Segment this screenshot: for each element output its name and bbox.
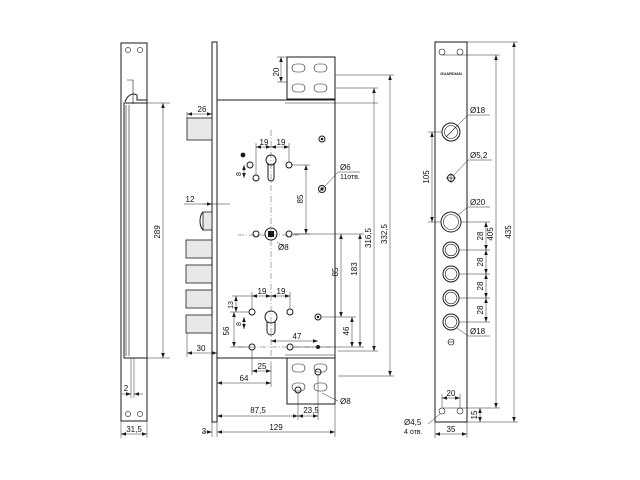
dim-25: 25 (258, 362, 267, 371)
dim-15: 15 (470, 410, 479, 419)
cylinder-slot-lower (266, 321, 276, 336)
screw-hole (125, 47, 131, 53)
cylinder-top (265, 154, 277, 166)
dim-289: 289 (153, 225, 162, 239)
tab-slot (291, 63, 306, 73)
dim-phi8-lower: Ø8 (340, 397, 351, 406)
bolt-1 (185, 239, 213, 259)
tab-slot (291, 382, 306, 392)
dim-23-5: 23,5 (303, 406, 319, 415)
dim-46: 46 (342, 326, 351, 335)
top-deadbolt (186, 117, 213, 141)
tab-slot (313, 63, 328, 73)
screw-hole (125, 411, 131, 417)
screw-hole (137, 47, 143, 53)
dim-20-bottom: 20 (447, 389, 456, 398)
tab-slot (291, 363, 306, 373)
dim-28b: 28 (476, 257, 485, 266)
bolt-3 (185, 289, 213, 309)
dim-8a: 8 (236, 172, 243, 176)
holes-4: 4 отв. (404, 429, 423, 436)
dim-2: 2 (124, 384, 129, 393)
dim-phi20: Ø20 (470, 198, 486, 207)
dim-19a: 19 (260, 138, 269, 147)
spring-clip (124, 93, 147, 103)
faceplate-strip (211, 41, 218, 423)
dim-31-5: 31,5 (126, 425, 142, 434)
hole-6 (318, 185, 326, 193)
dim-phi4-5: Ø4,5 (404, 418, 422, 427)
bolt-2 (185, 264, 213, 284)
spindle-upper (264, 227, 278, 241)
dim-405: 405 (486, 227, 495, 241)
dim-phi8-upper: Ø8 (278, 243, 289, 252)
dim-435: 435 (504, 225, 513, 239)
left-side-view: 289 2 31,5 (120, 42, 170, 438)
dim-183: 183 (350, 262, 359, 276)
latch-bolt (202, 211, 213, 231)
dim-56: 56 (222, 326, 231, 335)
tab-slot (313, 83, 328, 93)
tab-slot (291, 83, 306, 93)
dim-phi18-bottom: Ø18 (470, 327, 486, 336)
dim-phi5-2: Ø5,2 (470, 151, 488, 160)
top-tab (286, 56, 336, 100)
dim-phi18-top: Ø18 (470, 106, 486, 115)
right-faceplate-view: GUARDIAN Ø18 Ø5,2 105 (404, 41, 518, 438)
brand-label: GUARDIAN (440, 71, 462, 76)
dim-19b: 19 (277, 138, 286, 147)
tab-slot (313, 382, 328, 392)
dim-8c: 8 (236, 322, 243, 326)
dim-12: 12 (186, 195, 195, 204)
profile-step (127, 79, 134, 104)
bottom-tab (286, 356, 336, 405)
dim-13: 13 (228, 301, 235, 309)
dim-30: 30 (197, 344, 206, 353)
bolt-4 (185, 314, 213, 334)
dim-19c: 19 (258, 287, 267, 296)
screw-hole (137, 411, 143, 417)
cylinder-slot (267, 163, 275, 182)
dim-20-top: 20 (272, 67, 281, 76)
dim-64: 64 (240, 374, 249, 383)
holes-11: 11отв. (340, 174, 360, 181)
dim-28a: 28 (476, 231, 485, 240)
dim-105: 105 (422, 170, 431, 184)
dim-85b: 85 (331, 267, 340, 276)
dim-phi6: Ø6 (340, 163, 351, 172)
middle-front-view: 26 20 19 19 8 85 Ø6 11отв. 12 Ø8 (184, 41, 394, 437)
cylinder-bottom (264, 310, 278, 324)
dim-316-5: 316,5 (364, 227, 373, 248)
dim-332-5: 332,5 (380, 223, 389, 244)
dim-28d: 28 (476, 305, 485, 314)
dim-35: 35 (447, 425, 456, 434)
dim-3: 3 (202, 427, 207, 436)
dim-129: 129 (269, 423, 283, 432)
dim-47: 47 (293, 332, 302, 341)
dim-85a: 85 (296, 194, 305, 203)
dim-26: 26 (198, 105, 207, 114)
dim-87-5: 87,5 (250, 406, 266, 415)
dim-28c: 28 (476, 281, 485, 290)
dim-19d: 19 (277, 287, 286, 296)
